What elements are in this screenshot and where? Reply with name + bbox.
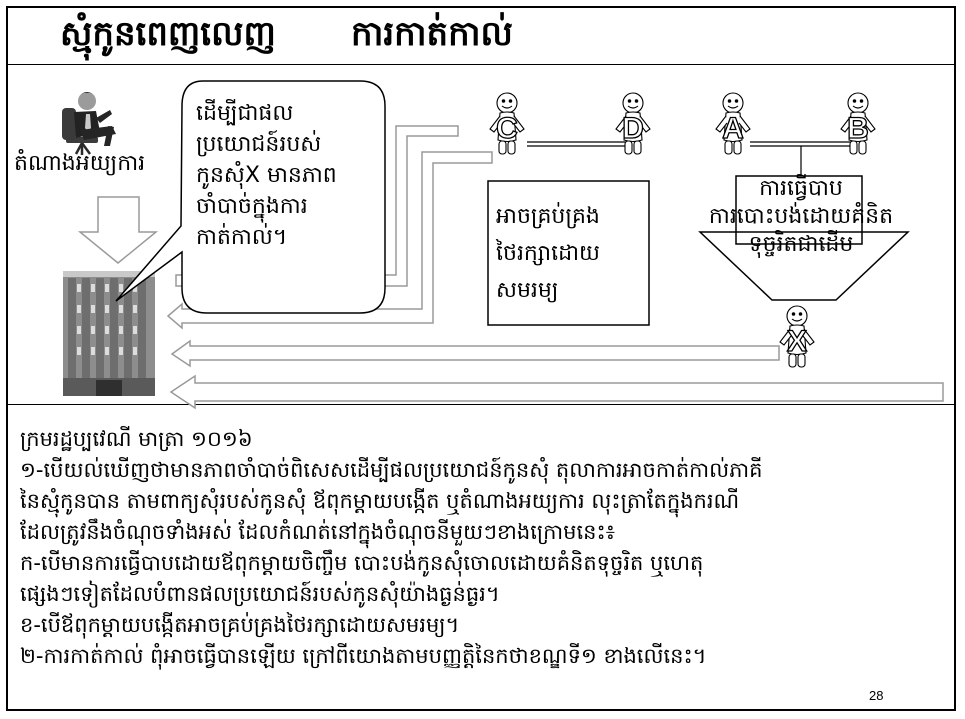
figure-body-part xyxy=(724,140,733,155)
article-line: ក្រមរដ្ឋប្បវេណី មាត្រា ១០១៦ xyxy=(20,427,253,451)
representative-figure xyxy=(62,92,116,155)
figure-body-part xyxy=(627,99,632,103)
slide-frame xyxy=(6,6,956,711)
ab-box-line: ការបោះបង់ដោយគំនិត xyxy=(708,204,894,229)
article-line: ២-ការកាត់កាល់ ពុំអាចធ្វើបានឡើយ ក្រៅពីយោង… xyxy=(20,644,707,668)
downward-funnel-arrow xyxy=(698,231,910,301)
figure-letter: C xyxy=(496,112,518,145)
header-divider xyxy=(6,64,956,65)
figure-body-part xyxy=(722,92,744,114)
page-number: 28 xyxy=(869,688,884,703)
hollow-arrow-right-figure xyxy=(169,374,944,410)
figure-body-part xyxy=(858,140,867,155)
cd-box-text: អាចគ្រប់គ្រង ថៃរក្សាដោយ សមរម្យ xyxy=(496,198,646,309)
figure-body-part xyxy=(840,115,853,133)
article-line: ១-បើយល់ឃើញថាមានភាពចាំបាច់ពិសេសដើម្បីផលប្… xyxy=(20,458,763,482)
speech-bubble xyxy=(115,80,386,314)
figure-body-part xyxy=(849,140,858,155)
section-divider xyxy=(6,404,956,405)
stick-figure-x: X xyxy=(779,305,815,368)
figure-body-part xyxy=(859,99,864,103)
hollow-arrow-x-figure xyxy=(170,339,780,368)
cd-relation-box xyxy=(487,180,650,326)
stick-figure-a: A xyxy=(715,92,751,155)
bubble-line: កូនសុំX មានភាព xyxy=(196,163,337,188)
article-line: ក-បើមានការធ្វើបាបដោយឪពុកម្ដាយចិញ្ចឹម បោះ… xyxy=(20,551,704,575)
figure-body-part xyxy=(727,99,732,103)
figure-letter: X xyxy=(787,325,807,358)
title-right: ការកាត់កាល់ xyxy=(351,14,513,54)
article-line: ដែលត្រូវនឹងចំណុចទាំងអស់ ដែលកំណត់នៅក្នុងច… xyxy=(20,520,615,544)
figure-body-part xyxy=(512,115,525,133)
ab-box-line: ការធ្វើបាប xyxy=(759,176,843,201)
figure-body-part xyxy=(634,99,639,103)
speech-bubble-text: ដើម្បីជាផល ប្រយោជន៍របស់ កូនសុំX មានភាព ច… xyxy=(196,98,374,253)
figure-body-part xyxy=(638,115,651,133)
figure-body-part xyxy=(715,115,728,133)
figure-body-part xyxy=(727,105,739,109)
hollow-arrow-down-icon xyxy=(77,196,159,264)
bubble-line: ប្រយោជន៍របស់ xyxy=(196,132,322,157)
figure-body-part xyxy=(615,115,628,133)
figure-body-part xyxy=(791,312,796,316)
figure-body-part xyxy=(498,140,507,155)
figure-body-part xyxy=(508,99,513,103)
article-line: ខ-បើឪពុកម្ដាយបង្កើតអាចគ្រប់គ្រងថៃរក្សាដោ… xyxy=(20,613,460,637)
figure-body-part xyxy=(786,305,808,327)
stick-figure-b: B xyxy=(840,92,876,155)
figure-body-part xyxy=(633,140,642,155)
figure-body-part xyxy=(738,115,751,133)
cd-box-line: ថៃរក្សាដោយ xyxy=(496,241,600,266)
bubble-line: កាត់កាល់។ xyxy=(196,225,288,250)
figure-body-part xyxy=(847,92,869,114)
figure-body-part xyxy=(733,140,742,155)
figure-body-part xyxy=(798,312,803,316)
figure-body-part xyxy=(496,92,518,114)
figure-body-part xyxy=(852,99,857,103)
figure-body-part xyxy=(501,99,506,103)
bubble-line: ចាំបាច់ក្នុងការ xyxy=(196,194,308,219)
stick-figure-c: C xyxy=(489,92,525,155)
representative-label: តំណាងអយ្យការ xyxy=(14,151,146,176)
figure-body-part xyxy=(507,140,516,155)
figure-body-part xyxy=(501,105,513,109)
figure-body-part xyxy=(791,318,803,322)
figure-letter: B xyxy=(847,112,869,145)
article-line: នៃស្មុំកូនបាន តាមពាក្យសុំរបស់កូនសុំ ឪពុក… xyxy=(20,489,740,513)
building-image xyxy=(63,271,155,396)
ab-box-line: ទុច្ចរិតជាដើម xyxy=(748,232,854,257)
article-line: ផ្សេងៗទៀតដែលបំពានផលប្រយោជន៍របស់កូនសុំយ៉ា… xyxy=(20,582,500,606)
title-left: ស្មុំកូនពេញលេញ xyxy=(60,14,276,54)
article-text: ក្រមរដ្ឋប្បវេណី មាត្រា ១០១៦ ១-បើយល់ឃើញថា… xyxy=(20,424,938,672)
figure-body-part xyxy=(627,105,639,109)
figure-letter: D xyxy=(622,112,644,145)
figure-letter: A xyxy=(722,112,744,145)
ab-box-text: ការធ្វើបាប ការបោះបង់ដោយគំនិត ទុច្ចរិតជាដ… xyxy=(676,175,926,259)
figure-body-part xyxy=(802,328,815,346)
figure-body-part xyxy=(734,99,739,103)
figure-body-part xyxy=(624,140,633,155)
bubble-line: ដើម្បីជាផល xyxy=(196,101,294,126)
figure-body-part xyxy=(788,353,797,368)
cd-box-line: អាចគ្រប់គ្រង xyxy=(496,204,600,229)
figure-body-part xyxy=(863,115,876,133)
figure-body-part xyxy=(852,105,864,109)
figure-body-part xyxy=(797,353,806,368)
figure-body-part xyxy=(489,115,502,133)
figure-body-part xyxy=(622,92,644,114)
cd-box-line: សមរម្យ xyxy=(496,278,559,303)
stick-figure-d: D xyxy=(615,92,651,155)
figure-body-part xyxy=(779,328,792,346)
connector-lines xyxy=(527,141,852,180)
